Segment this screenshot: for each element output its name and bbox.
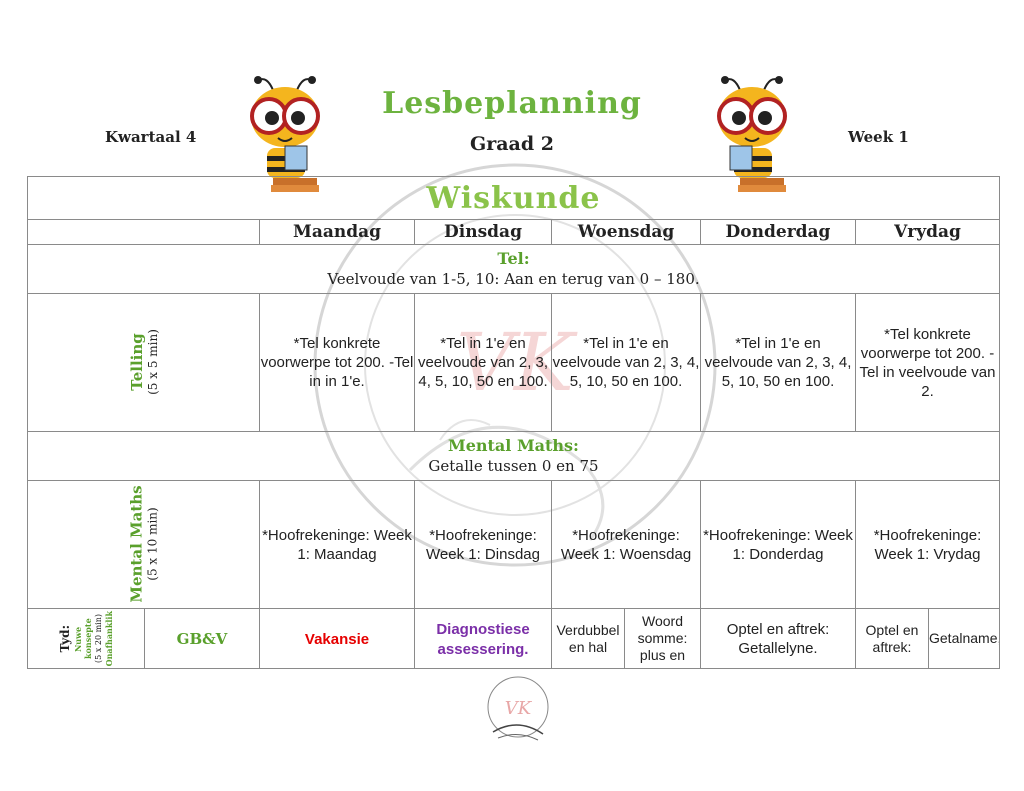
onafhanklik-text: Onafhanklik (104, 610, 114, 667)
concept-cell-donderdag: Optel en aftrek: Getallelyne. (700, 608, 856, 669)
mental-cell-woensdag: *Hoofrekeninge: Week 1: Woensdag (551, 480, 701, 609)
corner-cell (27, 219, 260, 245)
mm-band: Mental Maths: Getalle tussen 0 en 75 (27, 431, 1000, 481)
gbv-label: GB&V (144, 608, 260, 669)
diagnostiese-text: Diagnostiese assessering. (436, 620, 530, 658)
mental-row: Mental Maths (5 x 10 min) *Hoofrekeninge… (27, 480, 1000, 609)
telling-label-sub: (5 x 5 min) (145, 329, 160, 395)
concept-cell-woensdag-b: Woord somme: plus en (624, 608, 701, 669)
mm-band-heading: Mental Maths: (448, 436, 579, 455)
day-header: Dinsdag (414, 219, 552, 245)
concept-cell-woensdag-a: Verdubbel en hal (551, 608, 625, 669)
subject-title: Wiskunde (27, 176, 1000, 220)
mental-label-cell: Mental Maths (5 x 10 min) (27, 480, 260, 609)
day-header: Vrydag (855, 219, 1000, 245)
tel-band: Tel: Veelvoude van 1-5, 10: Aan en terug… (27, 244, 1000, 294)
footer-logo: VK (487, 676, 549, 741)
mental-cell-maandag: *Hoofrekeninge: Week 1: Maandag (259, 480, 415, 609)
telling-cell-maandag: *Tel konkrete voorwerpe tot 200. -Tel in… (259, 293, 415, 432)
mental-label-sub: (5 x 10 min) (145, 507, 160, 581)
mental-label-text: Mental Maths (127, 485, 146, 603)
days-header-row: Maandag Dinsdag Woensdag Donderdag Vryda… (27, 219, 1000, 245)
concept-cell-vrydag-a: Optel en aftrek: (855, 608, 929, 669)
term-label: Kwartaal 4 (105, 128, 197, 146)
telling-label-cell: Telling (5 x 5 min) (27, 293, 260, 432)
concept-cell-dinsdag: Diagnostiese assessering. (414, 608, 552, 669)
tyd-text: Tyd: (58, 624, 72, 653)
tyd-label: Tyd: Nuwe konsepte (5 x 20 min) Onafhank… (29, 610, 144, 668)
svg-text:VK: VK (505, 698, 533, 719)
week-label: Week 1 (848, 128, 909, 146)
lesson-plan-table: Wiskunde Maandag Dinsdag Woensdag Donder… (27, 176, 1000, 669)
day-header: Maandag (259, 219, 415, 245)
telling-cell-woensdag: *Tel in 1'e en veelvoude van 2, 3, 4, 5,… (551, 293, 701, 432)
concept-cell-vrydag-b: Getalname, (928, 608, 1000, 669)
grade-label: Graad 2 (470, 133, 554, 155)
nuwe-konsepte-text: Nuwe konsepte (73, 618, 93, 659)
concepts-row: Tyd: Nuwe konsepte (5 x 20 min) Onafhank… (27, 608, 1000, 669)
mental-cell-vrydag: *Hoofrekeninge: Week 1: Vrydag (855, 480, 1000, 609)
mental-label: Mental Maths (5 x 10 min) (127, 485, 159, 602)
telling-label-text: Telling (127, 333, 146, 391)
concept-cell-maandag: Vakansie (259, 608, 415, 669)
telling-row: Telling (5 x 5 min) *Tel konkrete voorwe… (27, 293, 1000, 432)
mental-cell-dinsdag: *Hoofrekeninge: Week 1: Dinsdag (414, 480, 552, 609)
day-header: Donderdag (700, 219, 856, 245)
mental-cell-donderdag: *Hoofrekeninge: Week 1: Donderdag (700, 480, 856, 609)
tel-band-text: Veelvoude van 1-5, 10: Aan en terug van … (327, 270, 700, 288)
mm-band-text: Getalle tussen 0 en 75 (428, 457, 599, 475)
day-header: Woensdag (551, 219, 701, 245)
telling-label: Telling (5 x 5 min) (127, 329, 159, 395)
vakansie-text: Vakansie (304, 631, 370, 648)
duur-text: (5 x 20 min) (94, 614, 103, 663)
telling-cell-donderdag: *Tel in 1'e en veelvoude van 2, 3, 4, 5,… (700, 293, 856, 432)
tel-band-heading: Tel: (497, 249, 530, 268)
page-title: Lesbeplanning (382, 86, 642, 121)
tyd-label-cell: Tyd: Nuwe konsepte (5 x 20 min) Onafhank… (27, 608, 145, 669)
telling-cell-dinsdag: *Tel in 1'e en veelvoude van 2, 3, 4, 5,… (414, 293, 552, 432)
telling-cell-vrydag: *Tel konkrete voorwerpe tot 200. -Tel in… (855, 293, 1000, 432)
